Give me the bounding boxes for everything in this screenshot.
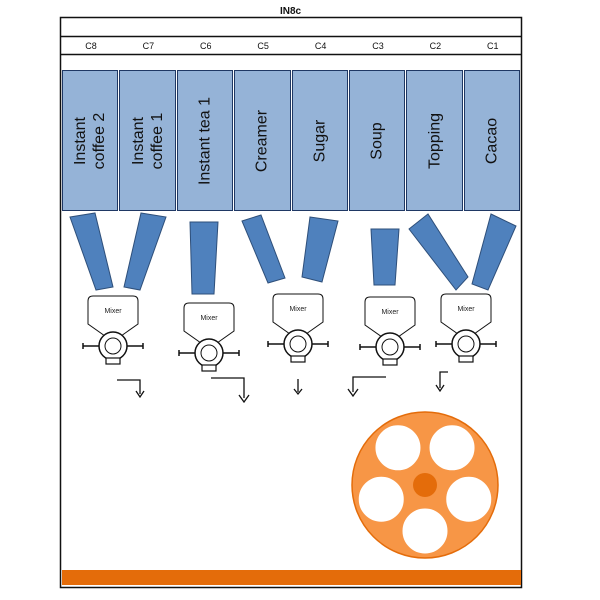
mixer-body bbox=[364, 296, 416, 338]
mixer-rotor bbox=[457, 335, 475, 353]
chute bbox=[123, 212, 167, 291]
canister-code-c3: C3 bbox=[372, 41, 384, 51]
mixer-rotor bbox=[200, 344, 218, 362]
mixer-3: Mixer bbox=[267, 293, 329, 396]
carousel-cup-slot bbox=[375, 425, 421, 471]
canister-code-c8: C8 bbox=[85, 41, 97, 51]
mixer-outlet-arrow bbox=[435, 371, 448, 393]
mixer-5: Mixer bbox=[435, 293, 497, 393]
chute bbox=[408, 213, 469, 291]
canister-code-row: C8 C7 C6 C5 C4 C3 C2 C1 bbox=[62, 38, 521, 54]
chute bbox=[370, 228, 400, 286]
mixer-spout bbox=[290, 355, 306, 363]
canister-c5: Creamer bbox=[234, 70, 291, 211]
mixer-2: Mixer bbox=[178, 302, 250, 404]
mixer-spout bbox=[382, 358, 398, 366]
mixer-body bbox=[272, 293, 324, 335]
chute bbox=[241, 214, 286, 284]
mixer-body bbox=[183, 302, 235, 344]
carousel-cup-slot bbox=[429, 425, 475, 471]
cup-carousel bbox=[351, 411, 499, 559]
carousel-cup-slot bbox=[402, 508, 448, 554]
chute bbox=[301, 216, 339, 283]
carousel-hub bbox=[413, 473, 437, 497]
mixer-outlet-arrow bbox=[211, 377, 250, 404]
outer-frame bbox=[59, 16, 523, 589]
canister-code-c2: C2 bbox=[429, 41, 442, 51]
canister-code-c4: C4 bbox=[314, 41, 327, 51]
base-bar bbox=[62, 570, 521, 585]
canister-c2: Topping bbox=[406, 70, 463, 211]
mixer-label: Mixer bbox=[104, 308, 122, 315]
mixer-body bbox=[87, 295, 139, 337]
canister-code-c5: C5 bbox=[257, 41, 269, 51]
mixer-spout bbox=[201, 364, 217, 372]
mixer-spout bbox=[105, 357, 121, 365]
mixer-4: Mixer bbox=[347, 296, 421, 398]
chutes bbox=[69, 212, 517, 295]
mixer-rotor bbox=[289, 335, 307, 353]
mixer-label: Mixer bbox=[200, 315, 218, 322]
mixer-spout bbox=[458, 355, 474, 363]
canister-c1: Cacao bbox=[463, 70, 521, 211]
canister-code-c7: C7 bbox=[142, 41, 155, 51]
mixer-label: Mixer bbox=[289, 306, 307, 313]
mixer-outlet-arrow bbox=[347, 376, 386, 398]
mixer-body bbox=[440, 293, 492, 335]
chute bbox=[189, 221, 219, 295]
mixer-outlet-arrow bbox=[117, 379, 145, 399]
canister-c6: Instant tea 1 bbox=[176, 70, 234, 211]
chute bbox=[471, 213, 517, 291]
canister-c3: Soup bbox=[349, 70, 406, 211]
chute bbox=[69, 212, 114, 291]
canister-c4: Sugar bbox=[291, 70, 348, 211]
canister-code-c6: C6 bbox=[200, 41, 212, 51]
mixer-label: Mixer bbox=[381, 309, 399, 316]
mixer-rotor bbox=[104, 337, 122, 355]
canister-code-c1: C1 bbox=[487, 41, 499, 51]
carousel-cup-slot bbox=[446, 476, 492, 522]
mixer-label: Mixer bbox=[457, 306, 475, 313]
mixer-rotor bbox=[381, 338, 399, 356]
carousel-cup-slot bbox=[358, 476, 404, 522]
mixer-outlet-arrow bbox=[293, 379, 303, 396]
mixer-1: Mixer bbox=[82, 295, 145, 399]
diagram-title: IN8c bbox=[279, 6, 302, 17]
